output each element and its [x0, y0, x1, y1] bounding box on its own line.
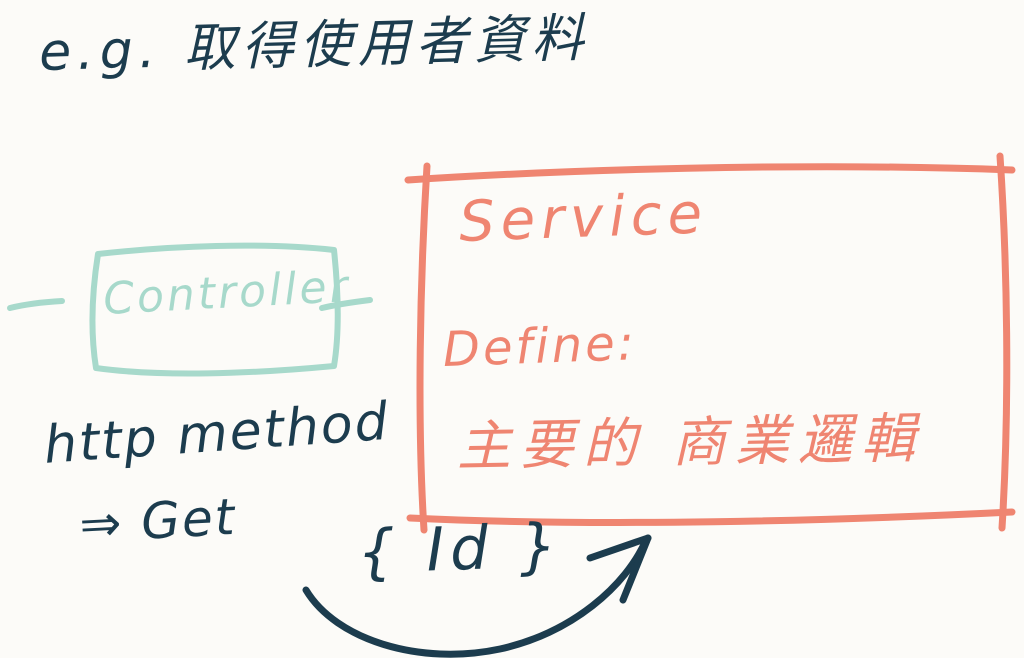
service-define-label: Define: [442, 315, 638, 378]
service-box-top-edge [404, 163, 1016, 184]
service-title: Service [458, 181, 710, 255]
service-box-bottom-edge [406, 508, 1016, 526]
id-parameter-text: { Id } [356, 510, 565, 588]
flow-arrow-shaft [302, 536, 650, 658]
controller-box [89, 242, 341, 377]
flow-arrow-head-left [586, 534, 652, 562]
controller-right-dash [319, 297, 373, 311]
service-box-right-edge [996, 152, 1011, 532]
controller-left-dash [7, 298, 65, 311]
service-box-left-edge [416, 162, 431, 534]
service-business-logic-text: 主要的 商業邏輯 [456, 406, 925, 478]
http-get-text: ⇒ Get [78, 487, 238, 554]
flow-arrow-icon [302, 534, 652, 658]
service-box [404, 152, 1016, 534]
diagram-title: e.g. 取得使用者資料 [38, 8, 591, 83]
flow-arrow-head-bottom [619, 534, 652, 604]
